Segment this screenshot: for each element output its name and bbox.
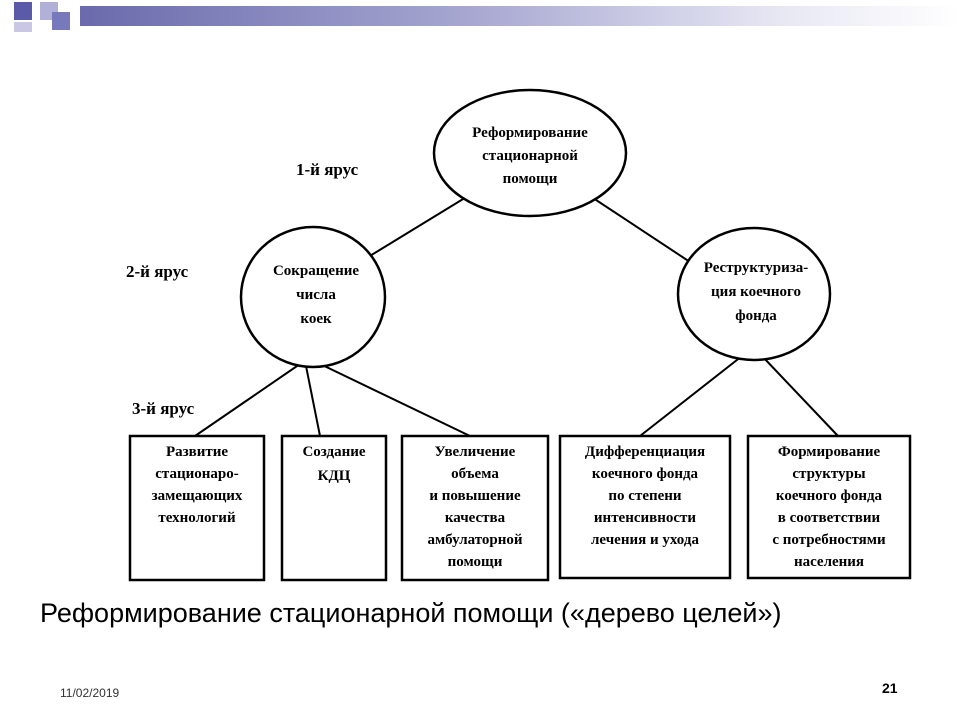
box4-line: Дифференциация — [585, 444, 705, 460]
goal-box-2 — [280, 434, 388, 582]
box5-line: коечного фонда — [776, 488, 883, 504]
box5-line: структуры — [792, 466, 866, 482]
left-line: Сокращение — [273, 263, 359, 279]
connector-left-box2 — [305, 365, 321, 437]
goal-tree-diagram: 1-й ярус 2-й ярус 3-й ярус Реформировани… — [126, 88, 912, 582]
connector-root-left — [359, 195, 469, 263]
connector-left-box3 — [315, 361, 471, 437]
tier-label-1: 1-й ярус — [296, 160, 359, 179]
box3-line: объема — [451, 466, 499, 482]
right-line: Реструктуриза- — [704, 260, 808, 276]
box4-line: по степени — [608, 488, 682, 504]
left-line: коек — [300, 311, 332, 327]
box5-line: с потребностями — [772, 532, 886, 548]
tree-connectors — [194, 195, 839, 437]
tier-label-3: 3-й ярус — [132, 399, 195, 418]
tier-label-2: 2-й ярус — [126, 262, 189, 281]
root-node-text: Реформирование стационарной помощи — [472, 125, 588, 187]
goal-box-2-text: Создание КДЦ — [302, 444, 365, 484]
connector-right-box5 — [761, 355, 839, 437]
right-line: ция коечного — [711, 284, 801, 300]
box4-line: коечного фонда — [592, 466, 699, 482]
connector-right-box4 — [639, 355, 743, 437]
box4-line: интенсивности — [594, 510, 697, 526]
box3-line: и повышение — [429, 488, 521, 504]
goal-box-1 — [128, 434, 266, 582]
goal-box-5-text: Формирование структуры коечного фонда в … — [772, 444, 886, 570]
goal-box-4-text: Дифференциация коечного фонда по степени… — [585, 444, 705, 548]
right-node-text: Реструктуриза- ция коечного фонда — [704, 260, 808, 324]
root-line: помощи — [503, 171, 558, 187]
goal-box-3 — [400, 434, 550, 582]
box5-line: Формирование — [778, 444, 881, 460]
goal-box-4 — [558, 434, 732, 580]
goal-box-3-text: Увеличение объема и повышение качества а… — [427, 444, 522, 570]
header-square-light-2 — [14, 22, 32, 32]
slide-date: 11/02/2019 — [60, 686, 120, 700]
box3-line: помощи — [448, 554, 503, 570]
right-node-ellipse — [676, 226, 832, 362]
slide-page-number: 21 — [882, 680, 898, 696]
box1-line: замещающих — [152, 488, 243, 504]
box3-line: качества — [445, 510, 506, 526]
root-node-ellipse — [432, 88, 628, 218]
box3-line: амбулаторной — [427, 532, 522, 548]
box3-line: Увеличение — [435, 444, 516, 460]
box4-line: лечения и ухода — [591, 532, 699, 548]
box5-line: в соответствии — [778, 510, 881, 526]
left-node-text: Сокращение числа коек — [273, 263, 359, 327]
box2-line: Создание — [302, 444, 365, 460]
box2-line: КДЦ — [318, 468, 351, 484]
root-line: стационарной — [482, 148, 578, 164]
box1-line: Развитие — [166, 444, 228, 460]
slide-caption: Реформирование стационарной помощи («дер… — [40, 598, 782, 628]
goal-box-1-text: Развитие стационаро- замещающих технолог… — [152, 444, 243, 526]
connector-left-box1 — [194, 363, 301, 437]
header-square-dark-2 — [52, 12, 70, 30]
goal-box-5 — [746, 434, 912, 580]
header-square-dark-1 — [14, 2, 32, 20]
right-line: фонда — [735, 308, 777, 324]
box1-line: стационаро- — [155, 466, 238, 482]
root-line: Реформирование — [472, 125, 588, 141]
left-node-ellipse — [239, 225, 387, 369]
left-line: числа — [296, 287, 336, 303]
box5-line: населения — [794, 554, 864, 570]
header-gradient-bar — [80, 6, 960, 26]
connector-root-right — [589, 195, 691, 263]
box1-line: технологий — [158, 510, 236, 526]
